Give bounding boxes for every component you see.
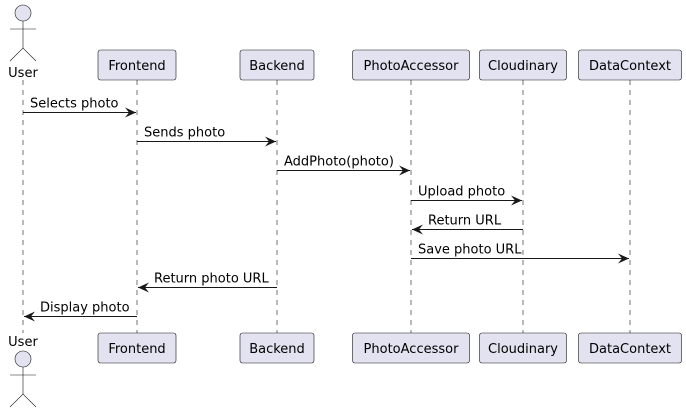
actor-head bbox=[14, 350, 32, 368]
message-label: Return photo URL bbox=[154, 272, 269, 287]
participant-backend-bottom: Backend bbox=[239, 332, 315, 364]
message-5: Return URL bbox=[412, 214, 523, 235]
message-8: Display photo bbox=[24, 301, 137, 322]
participant-label: PhotoAccessor bbox=[364, 342, 460, 357]
participant-photoaccessor-top: PhotoAccessor bbox=[352, 49, 470, 81]
participant-label: Frontend bbox=[108, 59, 165, 74]
participant-label: DataContext bbox=[589, 59, 671, 74]
participant-frontend-top: Frontend bbox=[97, 49, 177, 81]
participant-frontend-bottom: Frontend bbox=[97, 332, 177, 364]
actor-top: User bbox=[8, 4, 38, 81]
participant-datacontext-bottom: DataContext bbox=[578, 332, 682, 364]
message-3: AddPhoto(photo) bbox=[277, 155, 410, 176]
message-label: Upload photo bbox=[418, 185, 505, 200]
participant-cloudinary-bottom: Cloudinary bbox=[479, 332, 567, 364]
participant-label: User bbox=[8, 66, 38, 81]
participant-label: Backend bbox=[249, 59, 305, 74]
actor-head bbox=[14, 4, 32, 22]
message-label: Return URL bbox=[428, 214, 502, 229]
message-4: Upload photo bbox=[411, 185, 522, 206]
participant-box bbox=[578, 49, 682, 81]
actor-legs bbox=[9, 393, 37, 408]
message-label: Display photo bbox=[40, 301, 130, 316]
message-label: Sends photo bbox=[144, 126, 225, 141]
message-label: Save photo URL bbox=[418, 243, 522, 258]
participant-label: User bbox=[8, 335, 38, 350]
participant-cloudinary-top: Cloudinary bbox=[479, 49, 567, 81]
participant-label: Backend bbox=[249, 342, 305, 357]
message-2: Sends photo bbox=[137, 126, 276, 147]
message-6: Save photo URL bbox=[411, 243, 629, 264]
participant-label: Cloudinary bbox=[488, 342, 558, 357]
participant-box bbox=[97, 332, 177, 364]
participant-label: DataContext bbox=[589, 342, 671, 357]
participant-box bbox=[578, 332, 682, 364]
participant-photoaccessor-bottom: PhotoAccessor bbox=[352, 332, 470, 364]
message-label: AddPhoto(photo) bbox=[284, 155, 394, 170]
participant-label: PhotoAccessor bbox=[364, 59, 460, 74]
participant-box bbox=[352, 332, 470, 364]
participant-backend-top: Backend bbox=[239, 49, 315, 81]
participant-box bbox=[352, 49, 470, 81]
message-7: Return photo URL bbox=[138, 272, 277, 293]
participant-box bbox=[479, 332, 567, 364]
participant-box bbox=[97, 49, 177, 81]
message-1: Selects photo bbox=[23, 97, 136, 118]
participant-box bbox=[239, 332, 315, 364]
participant-box bbox=[479, 49, 567, 81]
message-label: Selects photo bbox=[30, 97, 119, 112]
actor-bottom: User bbox=[8, 335, 38, 408]
actor-legs bbox=[9, 47, 37, 62]
participant-label: Frontend bbox=[108, 342, 165, 357]
participant-label: Cloudinary bbox=[488, 59, 558, 74]
participant-datacontext-top: DataContext bbox=[578, 49, 682, 81]
participant-box bbox=[239, 49, 315, 81]
